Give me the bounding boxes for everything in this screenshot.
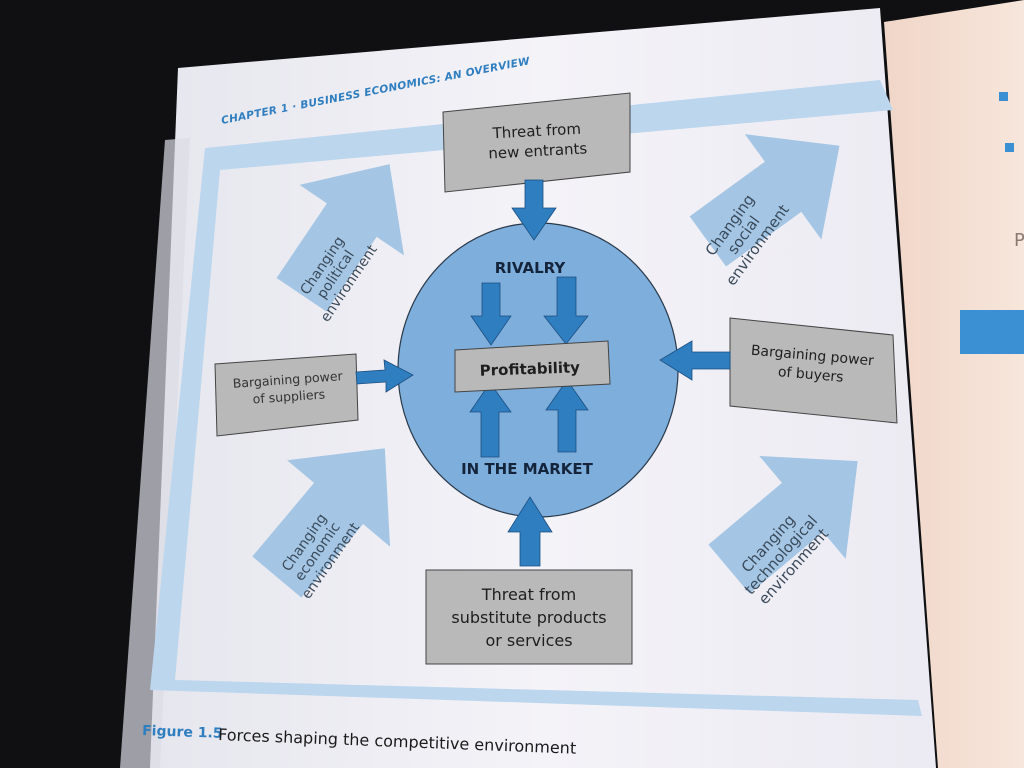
label-line: or services [485,631,572,650]
box-new-entrants-label: Threat fromnew entrants [487,119,588,162]
profitability-label: Profitability [479,358,580,379]
market-label: IN THE MARKET [461,460,594,478]
arrow-from-left [355,359,414,393]
label-line: of suppliers [252,386,325,406]
arrow-from-top [511,179,557,241]
label-line: of buyers [777,364,844,386]
page-letter: P [1014,230,1024,251]
arrow-inner-down-right [543,276,589,345]
box-suppliers: Bargaining powerof suppliers [214,353,359,437]
arrow-from-right [659,340,731,381]
force-arrows [355,179,731,567]
label-line: Threat from [491,120,581,143]
frame-bottom [150,680,922,716]
box-buyers: Bargaining powerof buyers [729,317,898,424]
box-substitutes: Threat from substitute products or service… [425,569,633,665]
arrow-from-bottom [507,496,553,567]
label-line: Threat from [481,585,576,604]
bullet-square [1005,143,1014,152]
label-line: substitute products [451,608,606,627]
box-new-entrants: Threat fromnew entrants [442,92,631,193]
rivalry-label: RIVALRY [495,259,567,277]
label-line: new entrants [488,139,588,162]
arrow-inner-up-right [545,379,589,453]
arrow-inner-down-left [470,282,512,346]
page-fold-shadow [120,138,190,768]
box-substitutes-label: Threat from substitute products or service… [451,585,606,650]
heading-bar [960,310,1024,354]
next-page: P [884,0,1024,768]
arrow-inner-up-left [469,382,512,458]
bullet-square [999,92,1008,101]
frame-left [150,148,220,690]
caption-number: Figure 1.5 [142,723,223,742]
profitability-bar: Profitability [454,340,611,393]
